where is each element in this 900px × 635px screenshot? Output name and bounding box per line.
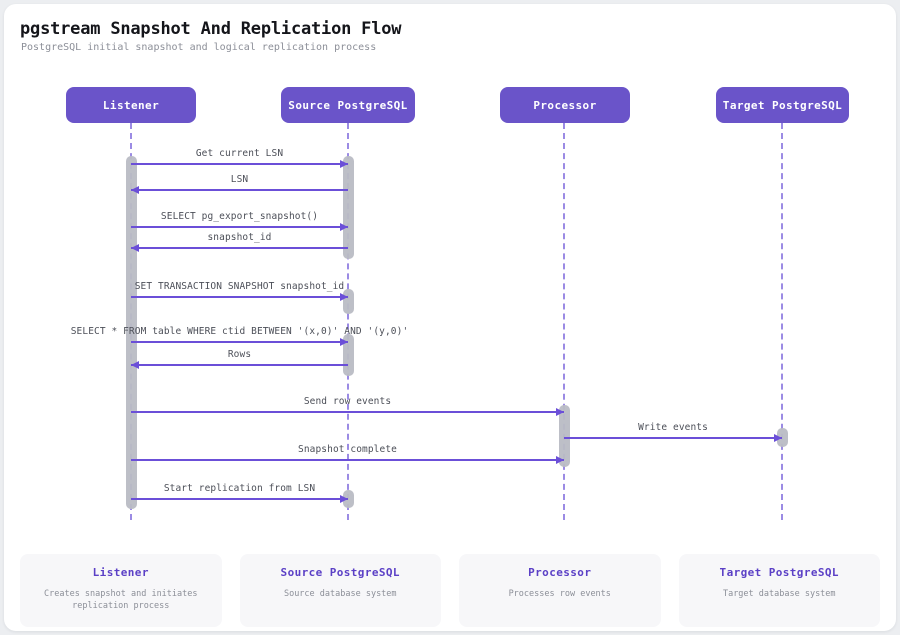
- message-arrow: [131, 189, 348, 191]
- activation-bar-listener: [125, 156, 137, 509]
- legend-card-title: Target PostgreSQL: [719, 566, 839, 579]
- participant-box-target[interactable]: Target PostgreSQL: [716, 87, 849, 123]
- message-label: SET TRANSACTION SNAPSHOT snapshot_id: [134, 281, 345, 292]
- legend-card-description: Processes row events: [508, 589, 611, 599]
- arrowhead-icon: [774, 433, 782, 442]
- arrowhead-icon: [556, 407, 564, 416]
- page-subtitle: PostgreSQL initial snapshot and logical …: [21, 42, 377, 53]
- message-label: snapshot_id: [207, 232, 272, 243]
- legend-card-description: Creates snapshot and initiates replicati…: [43, 589, 198, 612]
- arrowhead-icon: [340, 337, 348, 346]
- participant-label: Listener: [102, 98, 160, 112]
- participant-label: Source PostgreSQL: [288, 98, 408, 112]
- message-label: Start replication from LSN: [163, 483, 316, 494]
- message-label: Snapshot complete: [298, 444, 397, 455]
- message-arrow: [131, 247, 348, 249]
- legend-card[interactable]: Source PostgreSQL Source database system: [239, 554, 441, 627]
- legend-card-description: Source database system: [283, 589, 397, 599]
- message-label: Rows: [227, 349, 252, 360]
- message-arrow: [131, 459, 564, 461]
- message-arrow: [131, 163, 348, 165]
- message-label: SELECT pg_export_snapshot(): [160, 211, 319, 222]
- message-label: LSN: [230, 174, 249, 185]
- activation-bar-source: [342, 156, 354, 259]
- arrowhead-icon: [340, 159, 348, 168]
- arrowhead-icon: [340, 222, 348, 231]
- participant-label: Target PostgreSQL: [722, 98, 843, 112]
- message-label: Send row events: [303, 396, 392, 407]
- arrowhead-icon: [131, 243, 139, 252]
- arrowhead-icon: [340, 292, 348, 301]
- message-label: SELECT * FROM table WHERE ctid BETWEEN '…: [70, 326, 409, 337]
- arrowhead-icon: [131, 185, 139, 194]
- legend-card-title: Source PostgreSQL: [280, 566, 400, 579]
- message-arrow: [564, 437, 782, 439]
- lifeline-processor: [563, 123, 565, 520]
- message-label: Get current LSN: [195, 148, 284, 159]
- activation-bar-target: [776, 428, 788, 447]
- activation-bar-processor: [558, 405, 570, 467]
- message-arrow: [131, 296, 348, 298]
- participant-box-processor[interactable]: Processor: [500, 87, 630, 123]
- activation-bar-source: [342, 289, 354, 314]
- arrowhead-icon: [131, 360, 139, 369]
- message-arrow: [131, 364, 348, 366]
- legend-card-title: Processor: [528, 566, 592, 579]
- activation-bar-source: [342, 490, 354, 508]
- app-card: pgstream Snapshot And Replication Flow P…: [4, 4, 896, 631]
- participant-box-source[interactable]: Source PostgreSQL: [281, 87, 415, 123]
- message-arrow: [131, 498, 348, 500]
- legend-card-description: Target database system: [722, 589, 836, 599]
- message-arrow: [131, 341, 348, 343]
- message-arrow: [131, 226, 348, 228]
- arrowhead-icon: [340, 494, 348, 503]
- legend-card[interactable]: Target PostgreSQL Target database system: [678, 554, 880, 627]
- legend-card-title: Listener: [92, 566, 149, 579]
- participant-label: Processor: [533, 98, 597, 112]
- participant-box-listener[interactable]: Listener: [66, 87, 196, 123]
- message-label: Write events: [638, 422, 708, 433]
- page-title: pgstream Snapshot And Replication Flow: [20, 19, 402, 39]
- lifeline-target: [781, 123, 783, 520]
- sequence-diagram: Listener Source PostgreSQL Processor Target…: [4, 64, 896, 534]
- activation-bar-source: [342, 334, 354, 376]
- lifeline-source: [347, 123, 349, 520]
- arrowhead-icon: [556, 455, 564, 464]
- message-arrow: [131, 411, 564, 413]
